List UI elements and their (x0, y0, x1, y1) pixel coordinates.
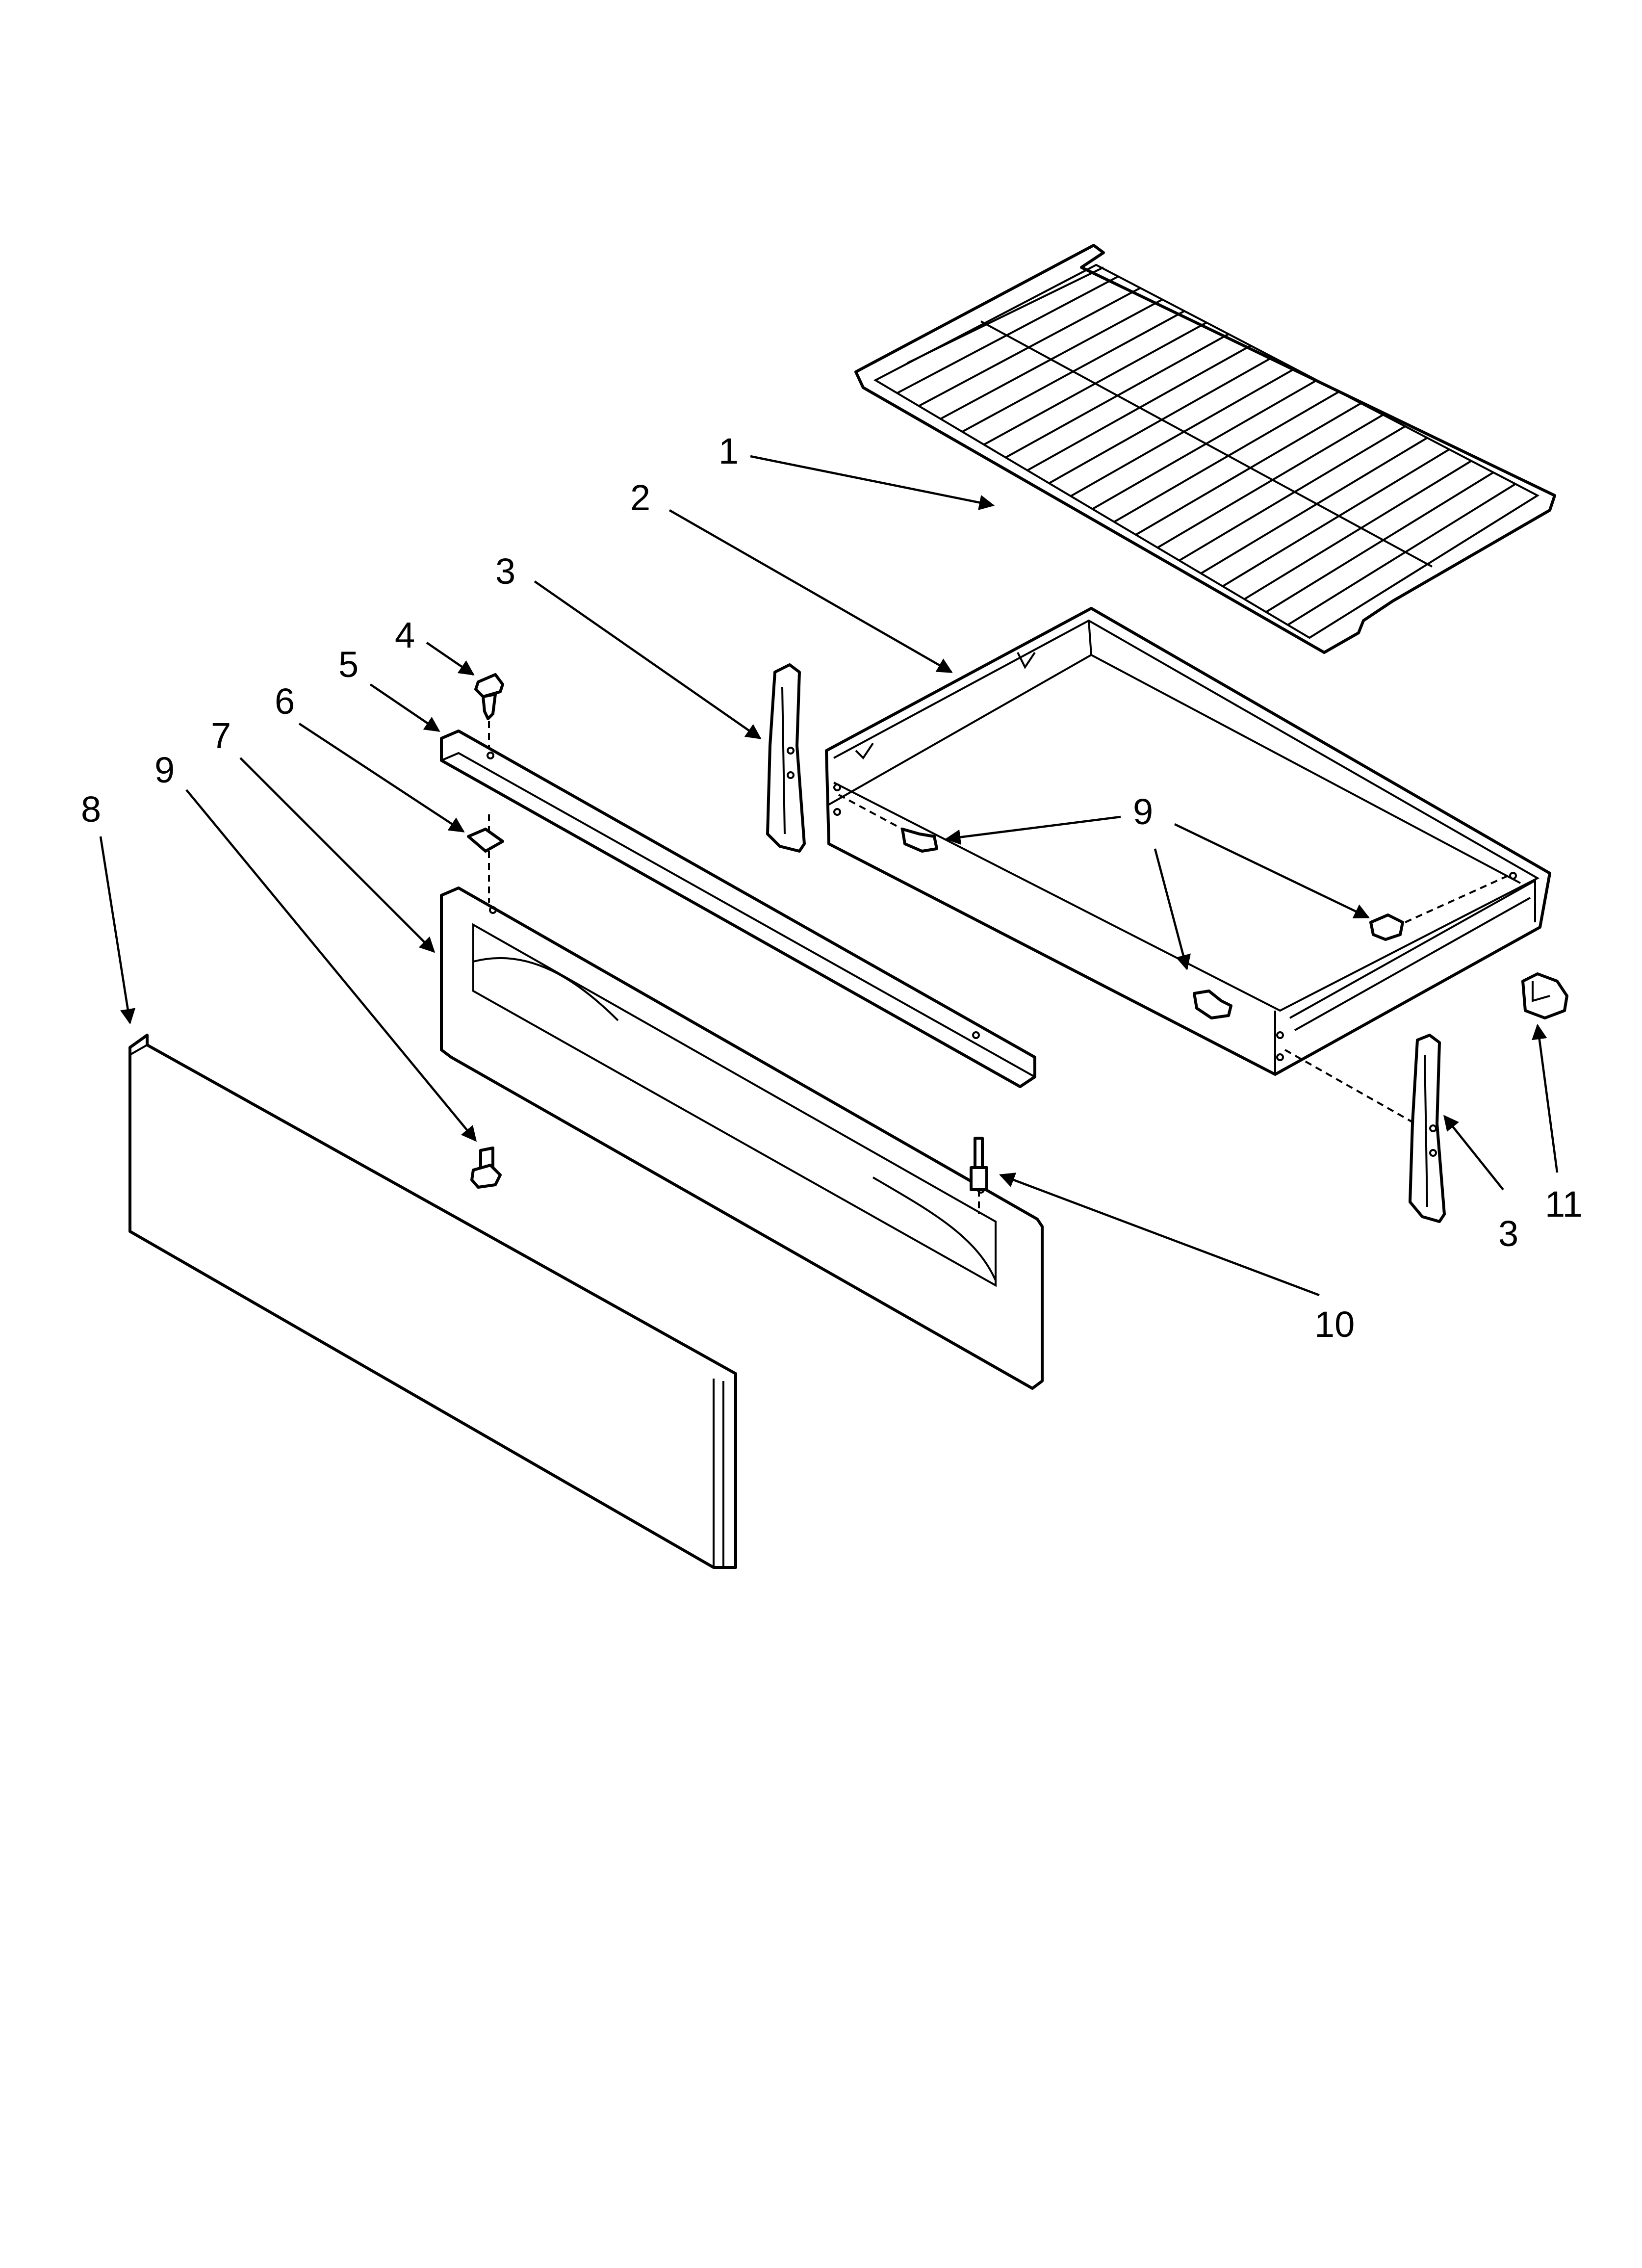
screw-part-4 (474, 673, 504, 753)
callout-8: 8 (81, 789, 101, 830)
callout-11: 11 (1545, 1184, 1583, 1225)
callout-4: 4 (395, 615, 415, 655)
screw-part-9-lower (470, 1147, 502, 1189)
glide-part-11 (1521, 972, 1568, 1019)
rack-wire (1157, 414, 1384, 548)
rack-wire (1113, 391, 1340, 523)
callout-7: 7 (211, 715, 231, 756)
screw-part-9-b (1369, 875, 1509, 941)
frame-bar-part-5 (440, 730, 1036, 1088)
rack-wire (1092, 379, 1317, 510)
callout-10: 10 (1314, 1304, 1355, 1345)
rack-wire (1244, 460, 1472, 600)
slide-bracket-right (1409, 1034, 1446, 1223)
callout-5: 5 (338, 644, 359, 685)
rack-wire (1287, 483, 1516, 626)
callout-3: 3 (1498, 1213, 1518, 1254)
callout-9: 9 (154, 750, 175, 790)
screw-part-9-c (1193, 990, 1232, 1019)
screw-part-9-a (838, 794, 938, 853)
rack-wire (1070, 367, 1295, 497)
pin-part-10 (970, 1137, 988, 1214)
clip-part-6 (467, 814, 504, 903)
leader-lines (99, 455, 1559, 1297)
rack-wire (1222, 448, 1450, 587)
rack-wire (897, 275, 1119, 394)
callout-2: 2 (630, 477, 650, 518)
rack-wire (1200, 437, 1428, 574)
rack-wire (1179, 425, 1406, 562)
oven-rack (854, 244, 1556, 654)
slide-bracket-left (766, 663, 806, 853)
callout-3: 3 (495, 551, 515, 592)
rack-wire (1135, 402, 1362, 536)
callout-6: 6 (275, 681, 295, 722)
callout-labels: 1 2 3 3 4 5 6 7 8 9 9 10 11 (81, 431, 1583, 1345)
callout-1: 1 (718, 431, 739, 471)
callout-9: 9 (1133, 791, 1153, 832)
drawer-front-panel (440, 886, 1044, 1390)
kick-panel-part-8 (128, 1034, 737, 1569)
drawer-body (825, 607, 1551, 1076)
rack-wire (1265, 471, 1494, 613)
